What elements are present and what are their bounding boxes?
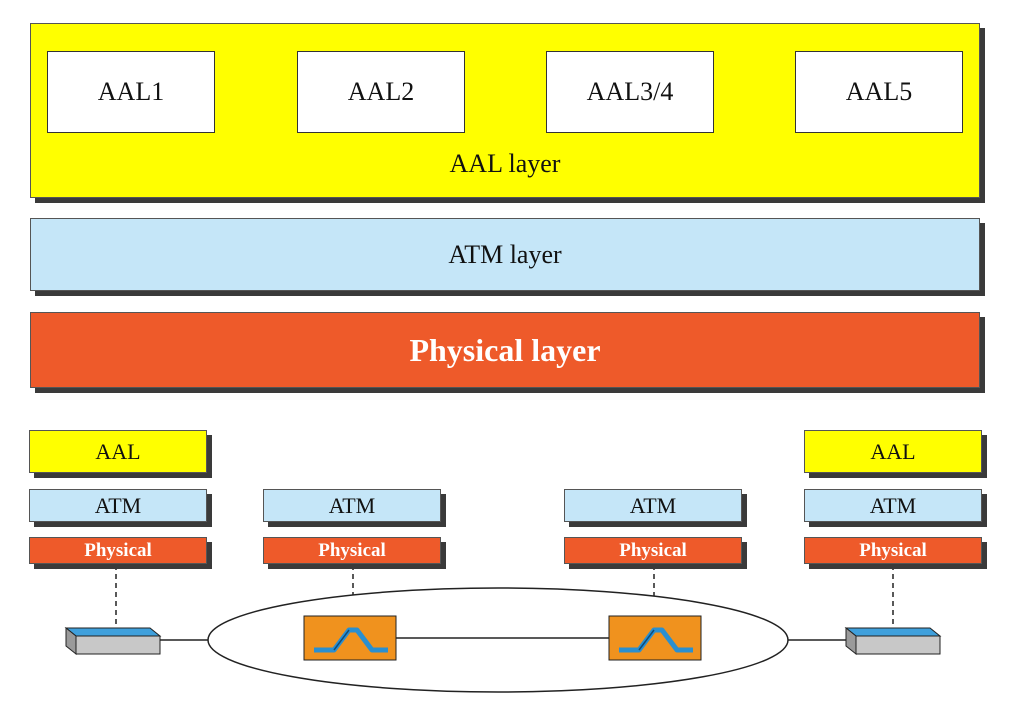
end-device-right-icon [844, 626, 942, 656]
aal5-box: AAL5 [795, 51, 963, 133]
switch2-physical-box: Physical [564, 537, 742, 564]
atm-layer: ATM layer [30, 218, 980, 291]
atm-switch-1-icon [303, 615, 397, 661]
end-device-left-icon [64, 626, 162, 656]
switch2-atm-box: ATM [564, 489, 742, 522]
right-aal-box: AAL [804, 430, 982, 473]
aal2-box: AAL2 [297, 51, 465, 133]
switch1-physical-box: Physical [263, 537, 441, 564]
left-aal-box: AAL [29, 430, 207, 473]
physical-layer: Physical layer [30, 312, 980, 388]
right-atm-box: ATM [804, 489, 982, 522]
atm-switch-2-icon [608, 615, 702, 661]
switch1-atm-box: ATM [263, 489, 441, 522]
aal3-4-box: AAL3/4 [546, 51, 714, 133]
left-atm-box: ATM [29, 489, 207, 522]
aal-layer-label: AAL layer [449, 149, 561, 178]
right-physical-box: Physical [804, 537, 982, 564]
aal1-box: AAL1 [47, 51, 215, 133]
left-physical-box: Physical [29, 537, 207, 564]
